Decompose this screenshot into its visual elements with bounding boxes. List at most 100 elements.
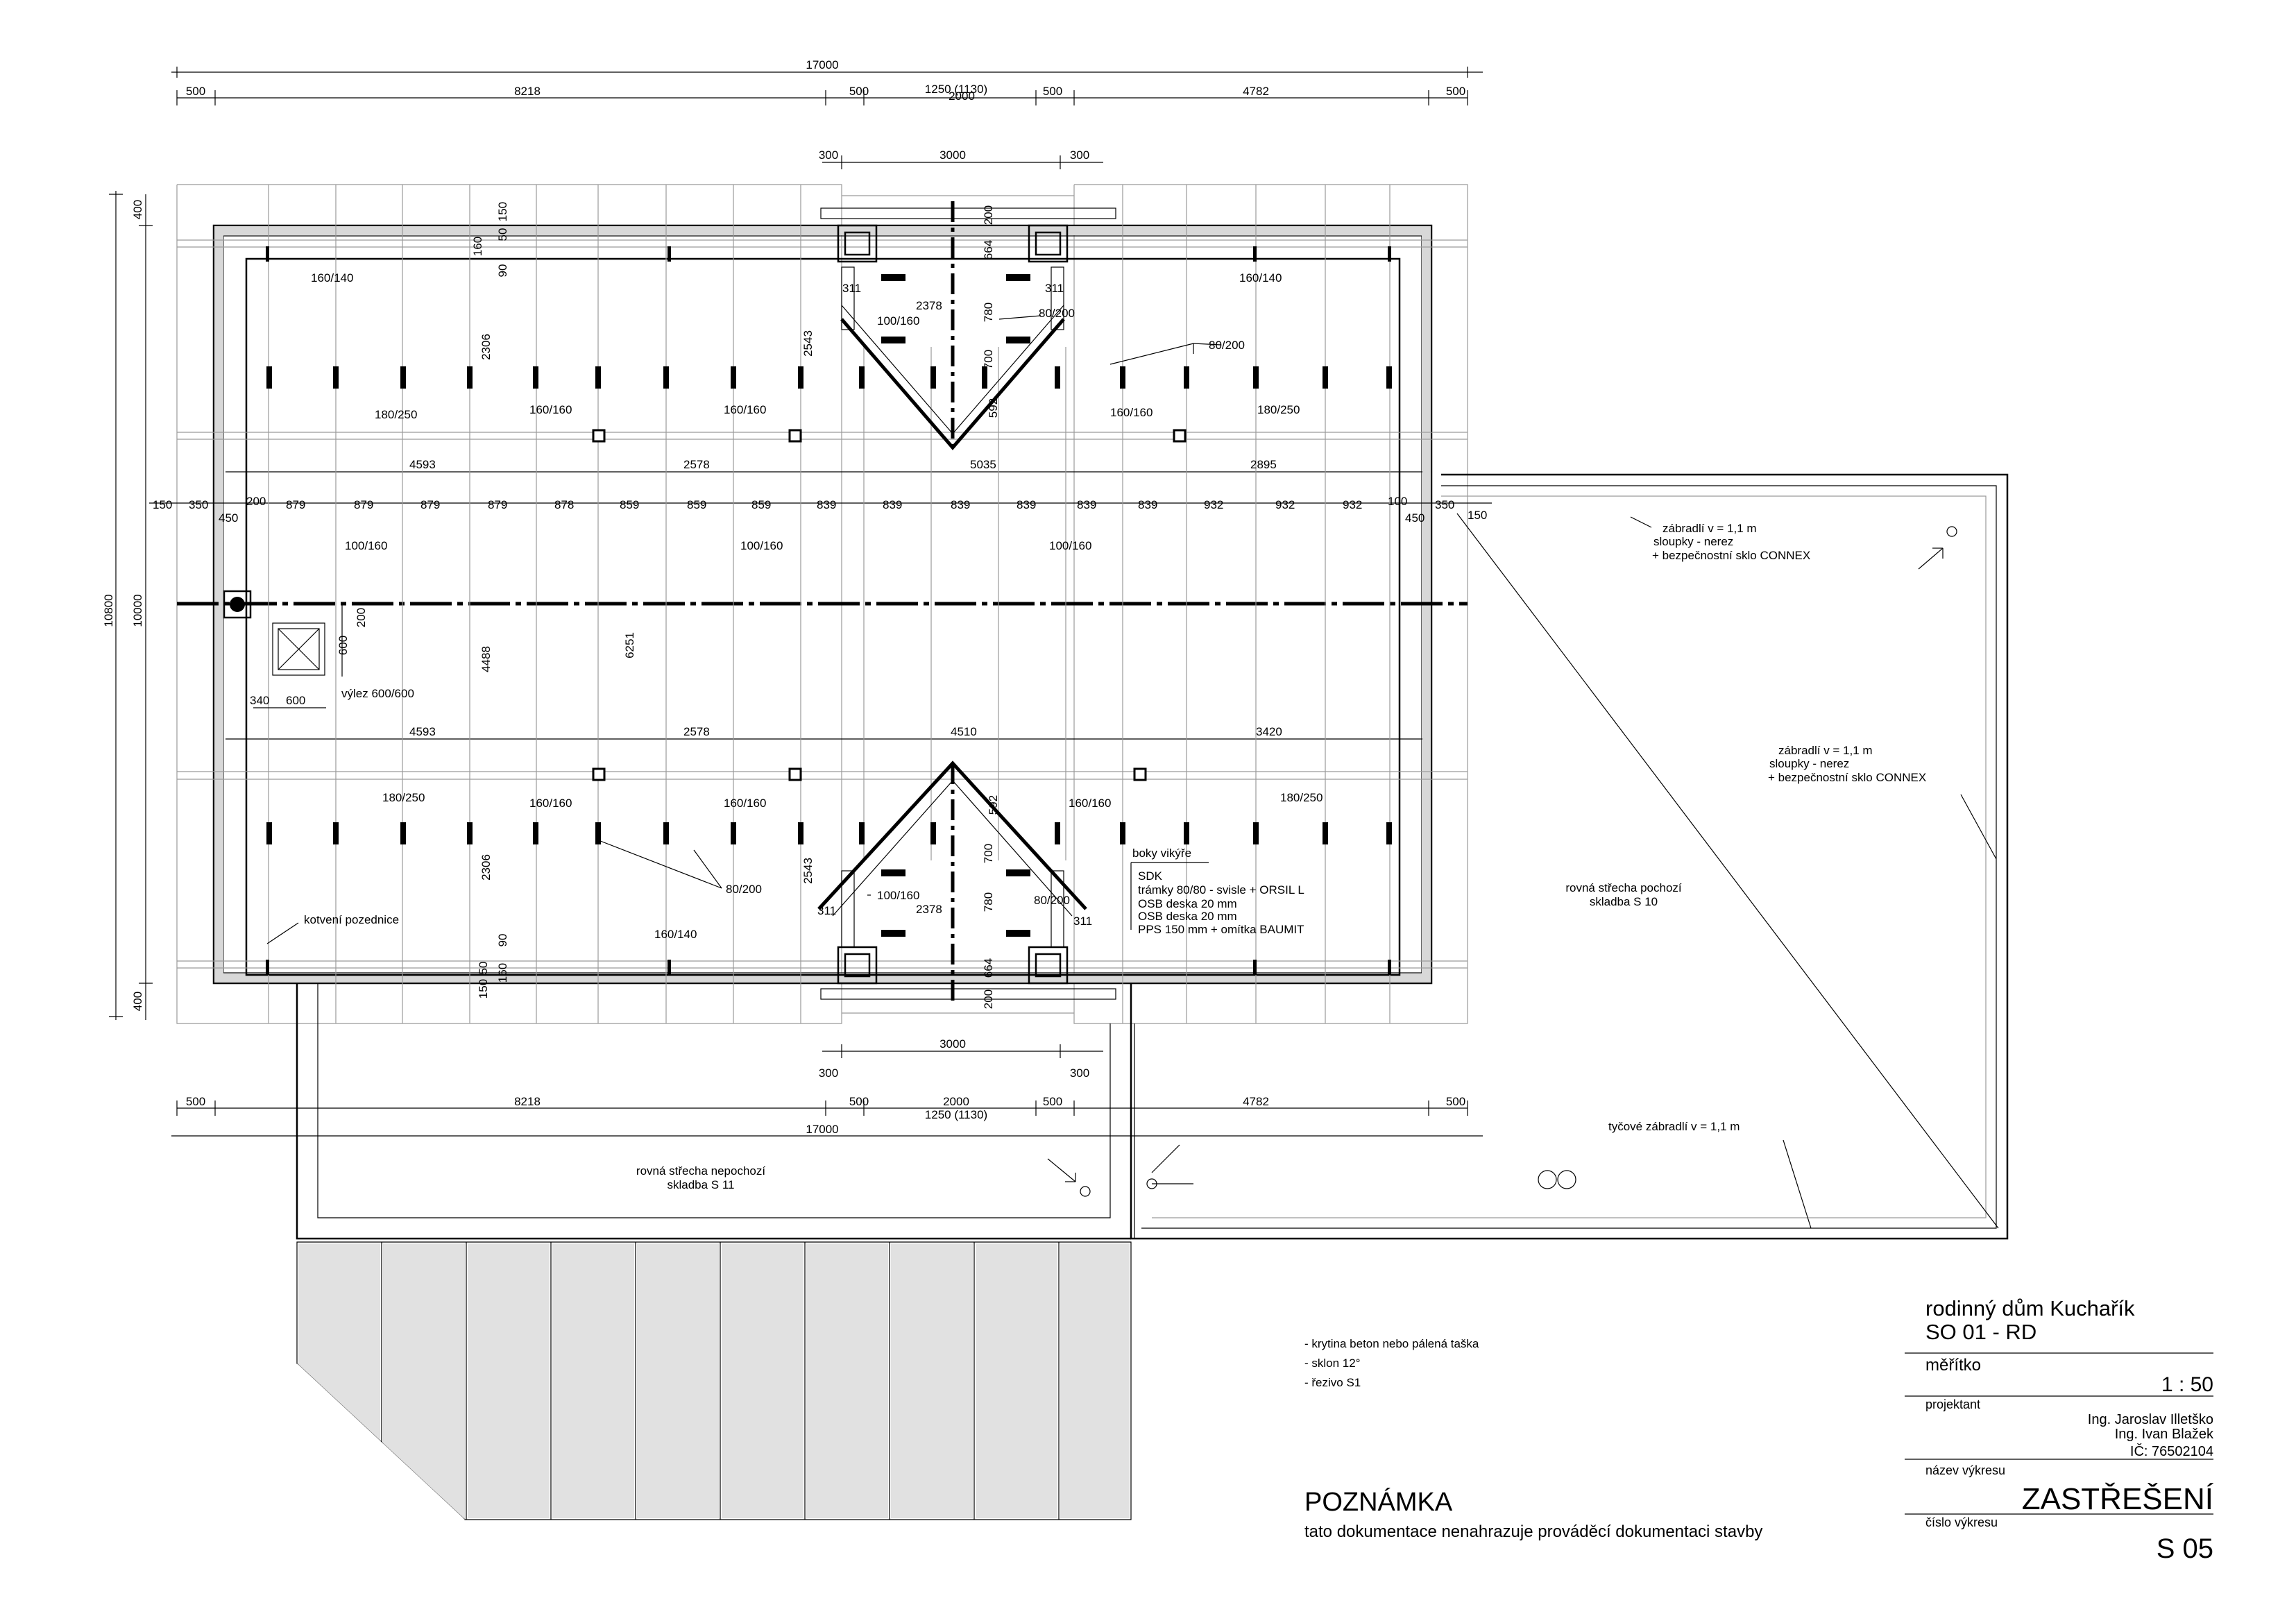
dim-hatch: 600 (286, 694, 305, 707)
designer-name: Ing. Ivan Blažek (2115, 1427, 2214, 1442)
flat-roof-walkable: zábradlí v = 1,1 m sloupky - nerez + bez… (1130, 473, 2009, 1240)
designer-label: projektant (1925, 1397, 1980, 1411)
designer-name: Ing. Jaroslav Illetško (2088, 1412, 2213, 1427)
dim-hatch: 600 (337, 636, 350, 655)
beam-label: 80/200 (726, 883, 762, 896)
dim-dormer: 664 (982, 958, 995, 978)
dim-bottom-2: 500 (849, 1095, 869, 1108)
dim-rafter: 859 (687, 498, 706, 511)
dim-dormer: 664 (982, 240, 995, 260)
dim-vert: 2543 (801, 858, 815, 884)
dim-purlin: 2578 (683, 725, 710, 738)
dim-hatch: 340 (250, 694, 269, 707)
posts (592, 429, 1187, 781)
beam-label: 100/160 (345, 539, 387, 552)
dim-rafter: 932 (1343, 498, 1362, 511)
dim-rafter: 839 (1138, 498, 1157, 511)
beam-label: 160/140 (654, 928, 697, 941)
dim-purlin: 3420 (1256, 725, 1282, 738)
beam-label: 180/250 (382, 791, 425, 804)
dim-purlin: 4510 (951, 725, 977, 738)
beam-label: 80/200 (1039, 307, 1075, 320)
dim-top-0: 500 (186, 85, 205, 98)
dim-top-overlap: 2000 (949, 90, 975, 103)
dim-vert: 2543 (801, 330, 815, 357)
beam-label: 100/160 (1049, 539, 1091, 552)
dim-dormer: 200 (982, 205, 995, 225)
project-name: rodinný dům Kuchařík (1925, 1296, 2135, 1320)
title-block: rodinný dům Kuchařík SO 01 - RD měřítko … (1905, 1296, 2214, 1564)
bottom-dimensions: 300 3000 300 500 8218 500 2000 500 4782 … (171, 1037, 1483, 1137)
dim-dormer: 311 (842, 282, 861, 295)
dim-rafter: 879 (354, 498, 373, 511)
post-label: 160/160 (1110, 406, 1153, 419)
dim-top-4: 500 (1043, 85, 1062, 98)
note-line: - krytina beton nebo pálená taška (1304, 1337, 1479, 1350)
dim-rafter: 859 (751, 498, 771, 511)
dim-dormer-bottom-0: 300 (819, 1067, 838, 1080)
dim-rafter: 839 (817, 498, 836, 511)
dim-dormer: 700 (982, 350, 995, 369)
terrace-paving (296, 1241, 1132, 1520)
post-label: 160/160 (529, 797, 572, 810)
post-label: 160/160 (724, 403, 766, 416)
top-dimensions: 17000 500 8218 500 1250 (1130) 2000 500 … (171, 58, 1483, 169)
walkable-roof-label: rovná střecha pochozí (1565, 881, 1682, 894)
beam-label: 100/160 (877, 889, 919, 902)
drawing-number: S 05 (2157, 1533, 2213, 1564)
note-line: - sklon 12° (1304, 1357, 1361, 1370)
remark-text: tato dokumentace nenahrazuje prováděcí d… (1304, 1522, 1762, 1541)
dim-dormer: 592 (987, 795, 1000, 815)
dim-dormer: 200 (982, 989, 995, 1009)
beam-label: 160/140 (1239, 271, 1282, 284)
left-dimensions: 10800 10000 400 400 (102, 191, 153, 1020)
dim-dormer: 2378 (916, 903, 942, 916)
beam-label: 180/250 (1280, 791, 1323, 804)
dim-dormer: 2378 (916, 299, 942, 312)
dim-dormer: 311 (1045, 282, 1064, 295)
dim-rafter: 932 (1204, 498, 1223, 511)
dim-row-left: 200 (246, 495, 266, 508)
main-roof (149, 184, 1492, 1024)
dim-purlin: 5035 (970, 458, 996, 471)
dim-bottom-0: 500 (186, 1095, 205, 1108)
post-label: 160/160 (529, 403, 572, 416)
dim-bottom-4: 500 (1043, 1095, 1062, 1108)
roof-hatch (253, 604, 343, 708)
dim-bottom-5: 4782 (1243, 1095, 1269, 1108)
dim-rafter: 859 (620, 498, 639, 511)
dim-bottom-1: 8218 (514, 1095, 541, 1108)
dim-purlin: 4593 (409, 725, 436, 738)
dormer-layer: OSB deska 20 mm (1138, 897, 1237, 910)
dim-rafter: 932 (1275, 498, 1295, 511)
dim-vert: 4488 (479, 646, 493, 672)
railing-note: sloupky - nerez (1653, 535, 1733, 548)
railing-note: sloupky - nerez (1769, 757, 1849, 770)
dim-left-400-bottom: 400 (131, 992, 144, 1011)
railing-note: + bezpečnostní sklo CONNEX (1768, 771, 1926, 784)
dim-rafter: 878 (554, 498, 574, 511)
dim-rafter: 879 (286, 498, 305, 511)
dim-bottom-total: 17000 (806, 1123, 838, 1136)
dim-dormer-top-0: 300 (819, 148, 838, 162)
railing-note: zábradlí v = 1,1 m (1663, 522, 1757, 535)
dormer-layer: OSB deska 20 mm (1138, 910, 1237, 923)
dim-hatch: 200 (355, 608, 368, 627)
dim-rafter: 879 (488, 498, 507, 511)
dim-dormer: 780 (982, 303, 995, 322)
project-object: SO 01 - RD (1925, 1320, 2036, 1344)
rafters (268, 185, 1391, 1023)
dim-purlin: 2895 (1250, 458, 1277, 471)
dim-top-5: 4782 (1243, 85, 1269, 98)
main-roof-labels: 160/140 160/140 160/140 180/250 180/250 … (266, 271, 1323, 944)
dormer-layer: PPS 150 mm + omítka BAUMIT (1138, 923, 1304, 936)
dim-stack: 90 (496, 934, 509, 947)
railing-note: + bezpečnostní sklo CONNEX (1652, 549, 1810, 562)
dim-stack: 150 (477, 979, 490, 999)
dim-stack: 90 (496, 264, 509, 278)
flat-roof-nonwalkable: rovná střecha nepochozí skladba S 11 (296, 983, 1193, 1240)
dim-dormer-bottom-1: 3000 (939, 1037, 966, 1051)
dim-purlin: 2578 (683, 458, 710, 471)
dim-stack: 160 (496, 963, 509, 983)
